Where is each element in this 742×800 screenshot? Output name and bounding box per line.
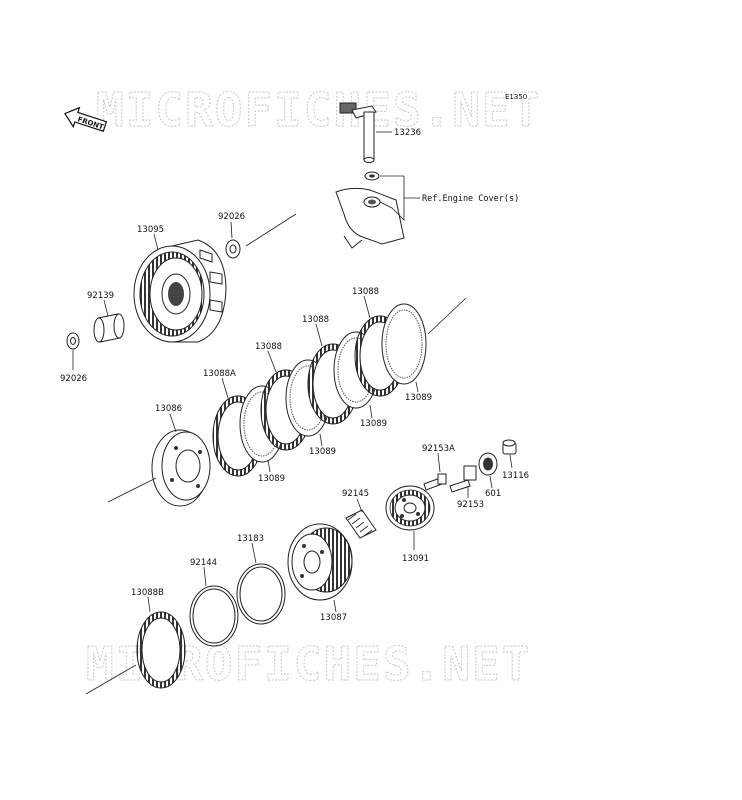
label-92144: 92144 — [190, 558, 217, 568]
label-13095: 13095 — [137, 225, 164, 235]
label-13091: 13091 — [402, 554, 429, 564]
bearing-601 — [478, 452, 498, 476]
watermark-top: MICROFICHES.NET — [96, 83, 541, 137]
ref-engine-cover-note: Ref.Engine Cover(s) — [422, 194, 519, 204]
clutch-hub-13087 — [287, 523, 353, 601]
ring-13183 — [236, 563, 286, 625]
bolt-92153A — [423, 473, 447, 491]
clutch-spring — [345, 509, 377, 539]
label-92145: 92145 — [342, 489, 369, 499]
label-13088-lower: 13088 — [255, 342, 282, 352]
label-13236: 13236 — [394, 128, 421, 138]
label-13089-mid-right: 13089 — [360, 419, 387, 429]
engine-cover-fragment — [335, 187, 405, 249]
label-13089-mid-left: 13089 — [309, 447, 336, 457]
label-92153: 92153 — [457, 500, 484, 510]
label-92153A: 92153A — [422, 444, 455, 454]
bolt-92153 — [449, 465, 477, 493]
label-13088-top: 13088 — [352, 287, 379, 297]
label-92026-bottom: 92026 — [60, 374, 87, 384]
pressure-plate-13091 — [385, 485, 435, 531]
clutch-lever-shaft — [339, 102, 377, 163]
washer-bottom — [66, 332, 80, 350]
label-13088A: 13088A — [203, 369, 236, 379]
label-92139: 92139 — [87, 291, 114, 301]
label-13088B: 13088B — [131, 588, 164, 598]
label-13116: 13116 — [502, 471, 529, 481]
sleeve-bushing — [93, 313, 125, 343]
friction-plate-13088B — [136, 611, 186, 689]
label-92026-top: 92026 — [218, 212, 245, 222]
clutch-hub-13086 — [151, 429, 211, 507]
label-601: 601 — [485, 489, 501, 499]
pusher-13116 — [502, 439, 517, 455]
label-13088-middle: 13088 — [302, 315, 329, 325]
label-13086: 13086 — [155, 404, 182, 414]
label-13089-right: 13089 — [405, 393, 432, 403]
washer-top — [225, 239, 241, 259]
label-13089-left: 13089 — [258, 474, 285, 484]
diagram-code: E1350 — [505, 93, 527, 101]
oil-seal — [364, 171, 380, 181]
label-13183: 13183 — [237, 534, 264, 544]
steel-plate-4 — [381, 303, 427, 385]
label-13087: 13087 — [320, 613, 347, 623]
ring-92144 — [189, 585, 239, 647]
clutch-housing — [133, 239, 227, 343]
